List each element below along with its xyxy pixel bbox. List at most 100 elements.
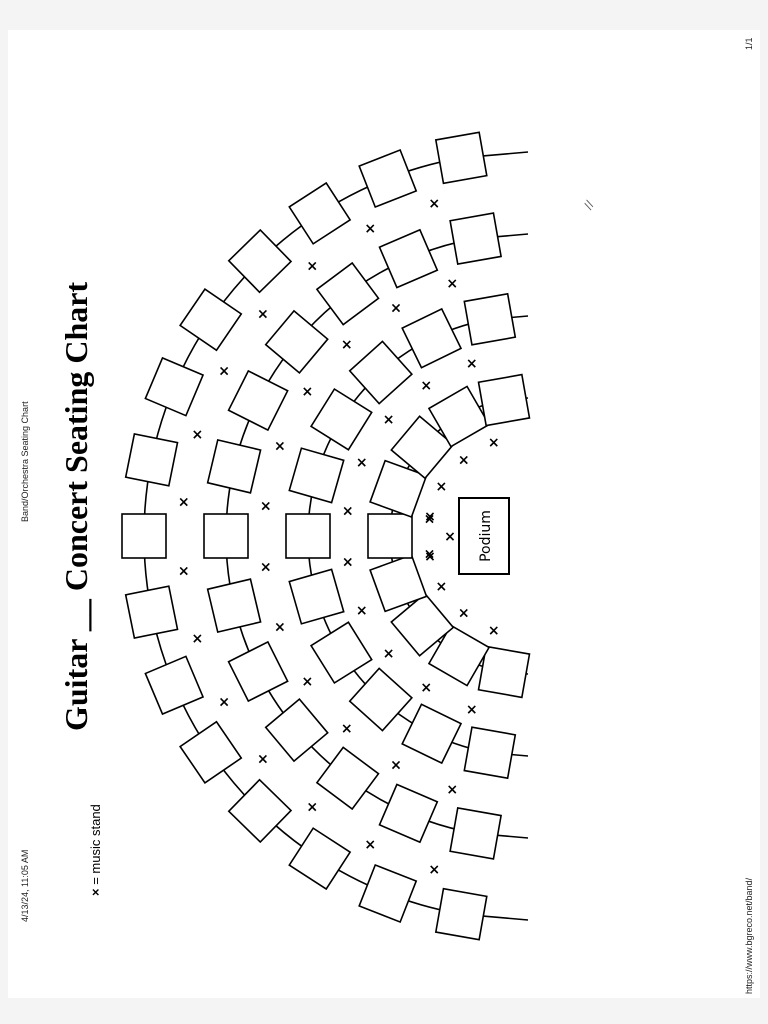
chair[interactable] [121, 513, 167, 559]
podium: Podium [458, 497, 510, 575]
music-stand: × [218, 695, 230, 711]
chair[interactable] [463, 292, 517, 346]
chair[interactable] [144, 655, 205, 716]
music-stand: × [341, 337, 353, 353]
music-stand: × [178, 564, 190, 580]
music-stand: × [302, 674, 314, 690]
music-stand: × [458, 452, 470, 468]
chair[interactable] [463, 726, 517, 780]
music-stand: × [446, 276, 458, 292]
music-stand: × [257, 307, 269, 323]
chair[interactable] [401, 307, 463, 369]
music-stand: × [428, 862, 440, 878]
music-stand: × [458, 606, 470, 622]
chair[interactable] [358, 148, 418, 209]
music-stand: × [192, 427, 204, 443]
chair[interactable] [206, 438, 262, 494]
music-stand: × [274, 619, 286, 635]
music-stand: × [383, 412, 395, 428]
chair[interactable] [179, 288, 243, 352]
music-stand: × [306, 800, 318, 816]
chair[interactable] [206, 578, 262, 634]
chair[interactable] [390, 415, 455, 480]
chair[interactable] [124, 433, 179, 487]
chair[interactable] [434, 131, 488, 185]
music-stand: × [466, 702, 478, 718]
music-stand: × [488, 623, 500, 639]
music-stand: × [488, 435, 500, 451]
chair[interactable] [390, 592, 455, 657]
music-stand: × [178, 495, 190, 511]
music-stand: × [342, 504, 354, 520]
music-stand: × [302, 384, 314, 400]
chair[interactable] [427, 624, 491, 687]
chair[interactable] [477, 645, 531, 699]
chair[interactable] [348, 667, 413, 732]
music-stand: × [218, 364, 230, 380]
chair[interactable] [369, 459, 428, 519]
music-stand: × [356, 603, 368, 619]
music-stand: × [364, 221, 376, 237]
music-stand: × [446, 782, 458, 798]
music-stand: × [466, 356, 478, 372]
chair[interactable] [288, 827, 352, 891]
music-stand: × [424, 549, 436, 565]
chair[interactable] [378, 783, 439, 844]
music-stand: × [424, 509, 436, 525]
podium-label: Podium [478, 510, 494, 562]
music-stand: × [444, 529, 456, 545]
chair[interactable] [288, 181, 352, 245]
chair[interactable] [434, 887, 488, 941]
music-stand: × [420, 378, 432, 394]
music-stand: × [424, 512, 436, 528]
chair[interactable] [378, 228, 439, 289]
chair[interactable] [144, 356, 205, 417]
chair[interactable] [288, 447, 345, 504]
music-stand: × [306, 259, 318, 275]
music-stand: × [424, 546, 436, 562]
music-stand: × [420, 680, 432, 696]
chair[interactable] [427, 385, 491, 448]
music-stand: × [364, 837, 376, 853]
music-stand: × [260, 560, 272, 576]
chair[interactable] [348, 340, 413, 405]
music-stand: × [390, 758, 402, 774]
chair[interactable] [309, 387, 373, 451]
music-stand: × [341, 721, 353, 737]
chairs [121, 131, 531, 941]
podium-box [458, 497, 510, 575]
chair[interactable] [124, 585, 179, 639]
chair[interactable] [227, 640, 289, 703]
chair[interactable] [264, 697, 329, 763]
chair[interactable] [358, 863, 418, 924]
music-stand: × [274, 439, 286, 455]
music-stand: × [192, 631, 204, 647]
music-stand: × [428, 196, 440, 212]
chair[interactable] [264, 309, 329, 375]
chair[interactable] [285, 513, 331, 559]
chair[interactable] [309, 621, 373, 685]
chair[interactable] [315, 746, 380, 811]
chair[interactable] [315, 261, 380, 326]
chair[interactable] [449, 806, 503, 860]
music-stand: × [383, 646, 395, 662]
chair[interactable] [401, 703, 463, 765]
chair[interactable] [288, 568, 345, 625]
chair[interactable] [227, 228, 293, 294]
music-stand: × [436, 479, 448, 495]
music-stand: × [342, 554, 354, 570]
music-stand: × [260, 498, 272, 514]
stray-mark: // [581, 198, 596, 211]
chair[interactable] [227, 778, 293, 844]
chair[interactable] [369, 553, 428, 613]
chair[interactable] [449, 212, 503, 266]
chair[interactable] [477, 373, 531, 427]
chair[interactable] [203, 513, 249, 559]
chair[interactable] [367, 513, 413, 559]
chair[interactable] [227, 369, 289, 432]
chair[interactable] [179, 720, 243, 784]
music-stand: × [356, 455, 368, 471]
music-stand: × [257, 751, 269, 767]
music-stands: × × × × × × × × × × × × × × × × × × × × × × × × × × × × × × × × × × × × × × × ×… [178, 196, 500, 878]
